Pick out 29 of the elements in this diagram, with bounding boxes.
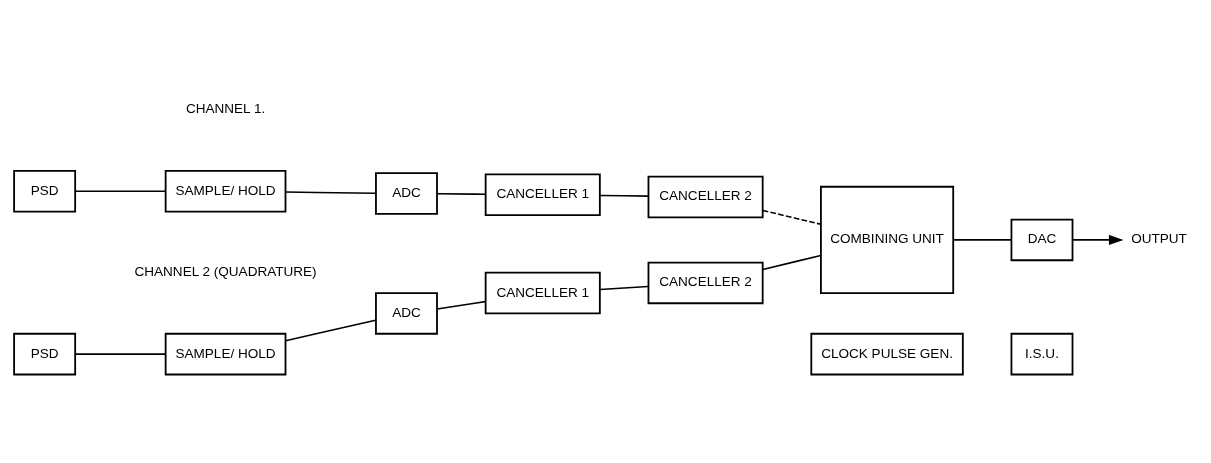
node-box: CANCELLER 1 <box>484 172 601 216</box>
connector <box>74 352 167 355</box>
node-box: COMBINING UNIT <box>820 185 955 294</box>
node-box: SAMPLE/ HOLD <box>164 332 287 375</box>
node-box: CLOCK PULSE GEN. <box>810 332 964 375</box>
connector <box>436 192 487 195</box>
arrow <box>1071 234 1124 245</box>
connector <box>74 190 167 192</box>
node-text: OUTPUT <box>1131 230 1187 246</box>
node-box: SAMPLE/ HOLD <box>164 169 287 213</box>
connector <box>284 318 377 341</box>
connector <box>599 194 649 197</box>
node-box: CANCELLER 2 <box>647 175 764 218</box>
node-box: ADC <box>375 291 438 335</box>
node-box: I.S.U. <box>1010 332 1074 375</box>
node-box: CANCELLER 2 <box>647 261 764 304</box>
node-box: DAC <box>1010 218 1074 261</box>
node-box: CANCELLER 1 <box>484 271 601 314</box>
connector <box>436 300 487 310</box>
connector <box>762 254 822 270</box>
connector <box>599 285 649 290</box>
label: CHANNEL 1. <box>185 100 266 116</box>
node-box: PSD <box>13 332 77 375</box>
connector <box>952 238 1012 241</box>
label: CHANNEL 2 (QUADRATURE) <box>134 263 317 279</box>
connector <box>284 190 377 194</box>
connector <box>762 209 822 225</box>
node-box: ADC <box>375 171 438 215</box>
node-box: PSD <box>13 169 77 213</box>
